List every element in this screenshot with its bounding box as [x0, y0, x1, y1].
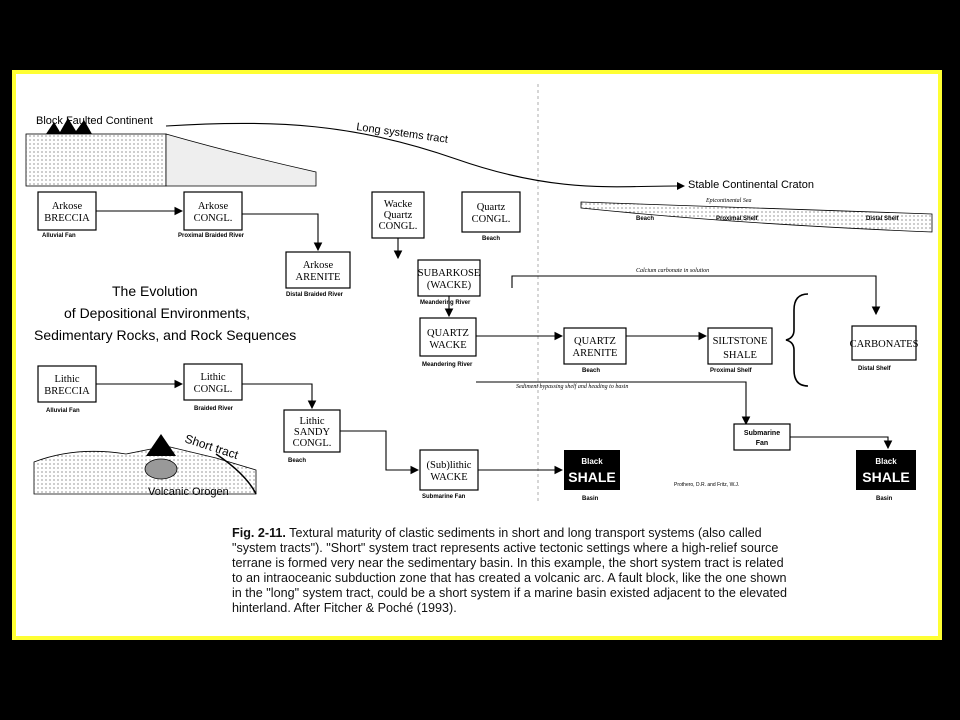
- svg-text:Submarine: Submarine: [744, 430, 780, 437]
- svg-text:CONGL.: CONGL.: [379, 221, 418, 232]
- svg-text:Quartz: Quartz: [477, 202, 506, 213]
- craton-shelf-sketch: [580, 201, 933, 233]
- braided-river-label: Braided River: [194, 406, 234, 412]
- svg-text:Fan: Fan: [756, 440, 768, 447]
- proximal-braided-label: Proximal Braided River: [178, 233, 245, 239]
- block-faulted-continent-sketch: [25, 118, 317, 187]
- svg-text:Lithic: Lithic: [54, 374, 79, 385]
- caption-text: Textural maturity of clastic sediments i…: [232, 526, 787, 615]
- title-line-1: The Evolution: [112, 283, 198, 299]
- svg-text:Wacke: Wacke: [384, 199, 413, 210]
- lithic-congl-box: Lithic CONGL.: [183, 363, 243, 401]
- proximal-shelf-top-label: Proximal Shelf: [716, 216, 759, 222]
- basin-label-1: Basin: [582, 496, 599, 502]
- svg-text:QUARTZ: QUARTZ: [574, 336, 616, 347]
- sublithic-wacke-box: (Sub)lithic WACKE: [419, 449, 479, 491]
- figure-label: Fig. 2-11.: [232, 526, 286, 540]
- svg-text:ARENITE: ARENITE: [573, 348, 618, 359]
- lithic-sandy-box: Lithic SANDY CONGL.: [283, 409, 341, 453]
- svg-text:(Sub)lithic: (Sub)lithic: [427, 460, 472, 471]
- svg-text:CARBONATES: CARBONATES: [850, 339, 919, 350]
- distal-shelf-top-label: Distal Shelf: [866, 216, 900, 222]
- meandering-label-1: Meandering River: [420, 300, 471, 306]
- svg-text:SUBARKOSE: SUBARKOSE: [418, 268, 480, 279]
- volcanic-orogen-label: Volcanic Orogen: [148, 486, 229, 498]
- beach-top-label: Beach: [636, 216, 654, 222]
- svg-text:Arkose: Arkose: [52, 201, 83, 212]
- basin-label-2: Basin: [876, 496, 893, 502]
- calcium-label: Calcium carbonate in solution: [636, 268, 709, 274]
- arkose-congl-box: Arkose CONGL.: [183, 191, 243, 231]
- svg-text:Lithic: Lithic: [200, 372, 225, 383]
- svg-text:CONGL.: CONGL.: [293, 438, 332, 449]
- svg-text:Lithic: Lithic: [299, 416, 324, 427]
- alluvial-fan-label: Alluvial Fan: [42, 233, 76, 239]
- figure-frame: Block Faulted Continent Long systems tra…: [12, 70, 942, 640]
- volcanic-orogen-sketch: [33, 434, 257, 495]
- stable-craton-label: Stable Continental Craton: [688, 179, 814, 191]
- citation-label: Prothero, D.R. and Fritz, W.J.: [674, 482, 739, 488]
- wacke-quartz-congl-box: Wacke Quartz CONGL.: [371, 191, 425, 239]
- svg-text:Black: Black: [875, 457, 897, 466]
- svg-text:(WACKE): (WACKE): [427, 280, 472, 291]
- long-tract-curve: [165, 122, 677, 188]
- figure-caption: Fig. 2-11. Textural maturity of clastic …: [232, 526, 792, 616]
- svg-text:QUARTZ: QUARTZ: [427, 328, 469, 339]
- proximal-shelf-label-2: Proximal Shelf: [710, 368, 753, 374]
- svg-text:Quartz: Quartz: [384, 210, 413, 221]
- sediment-bypass-label: Sediment bypassing shelf and heading to …: [516, 383, 628, 390]
- distal-shelf-label-2: Distal Shelf: [858, 366, 892, 372]
- meandering-label-2: Meandering River: [422, 362, 473, 368]
- title-line-3: Sedimentary Rocks, and Rock Sequences: [34, 327, 296, 343]
- subarkose-box: SUBARKOSE (WACKE): [417, 259, 481, 297]
- connection-arrows: [96, 206, 564, 475]
- beach-label-1: Beach: [482, 236, 500, 242]
- brace-shape: [785, 293, 809, 387]
- svg-text:CONGL.: CONGL.: [194, 213, 233, 224]
- title-line-2: of Depositional Environments,: [64, 305, 250, 321]
- submarine-fan-box: Submarine Fan: [733, 423, 791, 451]
- submarine-fan-arrow: [790, 436, 893, 450]
- quartz-congl-box: Quartz CONGL.: [461, 191, 521, 233]
- bypass-arrow: [476, 381, 751, 426]
- carbonates-box: CARBONATES: [850, 325, 919, 361]
- beach-label-3: Beach: [288, 458, 306, 464]
- lithic-breccia-box: Lithic BRECCIA: [37, 365, 97, 403]
- arkose-breccia-box: Arkose BRECCIA: [37, 191, 97, 231]
- svg-text:Arkose: Arkose: [303, 260, 334, 271]
- svg-text:BRECCIA: BRECCIA: [44, 213, 90, 224]
- svg-text:SHALE: SHALE: [862, 469, 909, 485]
- alluvial-fan-label-2: Alluvial Fan: [46, 408, 80, 414]
- svg-text:ARENITE: ARENITE: [296, 272, 341, 283]
- calcium-arrow: [511, 275, 881, 316]
- svg-text:BRECCIA: BRECCIA: [44, 386, 90, 397]
- submarine-fan-label: Submarine Fan: [422, 494, 466, 500]
- quartz-wacke-box: QUARTZ WACKE: [419, 317, 477, 357]
- svg-text:CONGL.: CONGL.: [194, 384, 233, 395]
- block-faulted-label: Block Faulted Continent: [36, 115, 153, 127]
- svg-text:CONGL.: CONGL.: [472, 214, 511, 225]
- distal-braided-label: Distal Braided River: [286, 292, 344, 298]
- black-shale-box-2: Black SHALE: [856, 450, 916, 490]
- evolution-diagram: Block Faulted Continent Long systems tra…: [25, 84, 933, 504]
- svg-text:SHALE: SHALE: [568, 469, 615, 485]
- svg-text:WACKE: WACKE: [430, 472, 467, 483]
- quartz-arenite-box: QUARTZ ARENITE: [563, 327, 627, 365]
- black-shale-box-1: Black SHALE: [564, 450, 620, 490]
- siltstone-shale-box: SILTSTONE SHALE: [707, 327, 773, 365]
- svg-text:SHALE: SHALE: [723, 350, 757, 361]
- svg-text:WACKE: WACKE: [429, 340, 466, 351]
- svg-text:Arkose: Arkose: [198, 201, 229, 212]
- svg-text:SANDY: SANDY: [294, 427, 331, 438]
- svg-text:Black: Black: [581, 457, 603, 466]
- epicontinental-label: Epicontinental Sea: [705, 198, 752, 204]
- arkose-arenite-box: Arkose ARENITE: [285, 251, 351, 289]
- svg-text:SILTSTONE: SILTSTONE: [713, 336, 768, 347]
- beach-label-2: Beach: [582, 368, 600, 374]
